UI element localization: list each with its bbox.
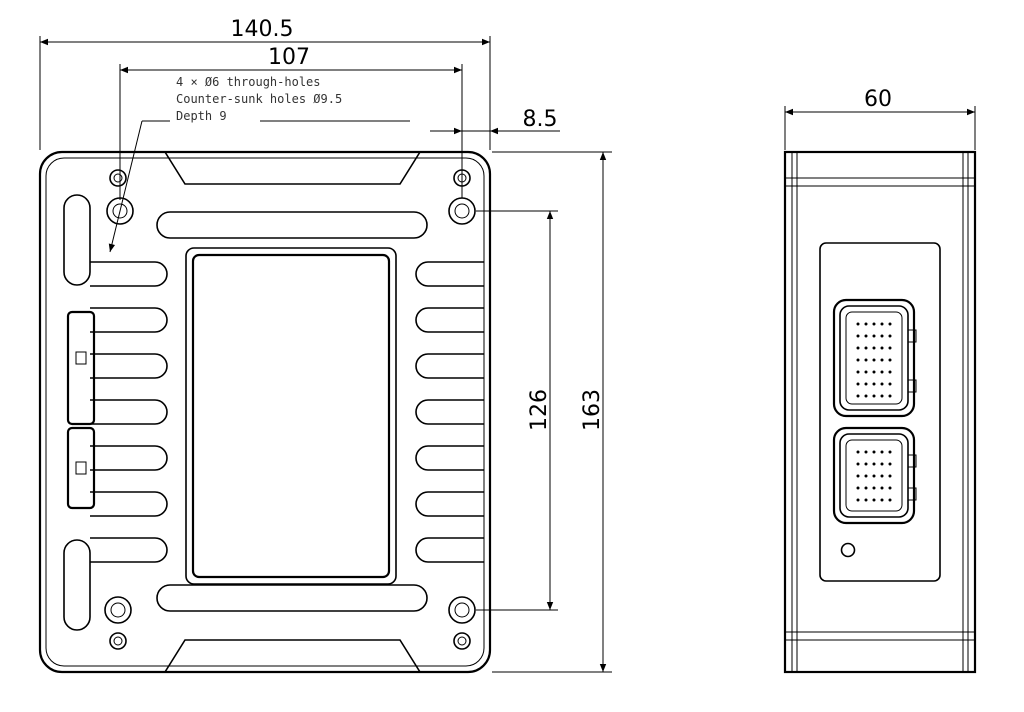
left-connector-tab-2	[75, 461, 87, 475]
note-line-2: Counter-sunk holes Ø9.5	[176, 92, 342, 106]
note-line-1: 4 × Ø6 through-holes	[176, 75, 321, 89]
bottom-trapezoid	[164, 639, 421, 673]
dim-edge-offset: 8.5	[523, 107, 558, 132]
left-connector-upper	[66, 310, 96, 426]
right-fins	[415, 261, 484, 563]
hole-note: 4 × Ø6 through-holes Counter-sunk holes …	[176, 75, 342, 123]
center-panel-outer	[185, 247, 397, 585]
countersunk-holes	[104, 197, 476, 624]
upper-connector	[832, 298, 917, 418]
side-body-outline	[783, 150, 977, 674]
note-line-3: Depth 9	[176, 109, 227, 123]
dim-depth: 60	[864, 87, 892, 112]
bottom-long-slot	[156, 584, 428, 612]
top-long-slot	[156, 211, 428, 239]
front-body-outline	[38, 150, 492, 674]
dim-overall-height: 163	[580, 389, 605, 431]
left-connector-lower	[66, 426, 96, 510]
dim-overall-width: 140.5	[231, 17, 294, 42]
left-fins	[90, 261, 168, 563]
front-body-inner-outline	[45, 157, 485, 667]
lower-connector	[832, 426, 917, 525]
connector-panel	[819, 242, 941, 582]
center-panel-inner	[191, 253, 391, 579]
dim-hole-spacing: 107	[268, 45, 310, 70]
left-connector-tab-1	[75, 351, 87, 365]
top-trapezoid	[164, 151, 421, 185]
left-lower-vertical-slot	[63, 539, 91, 631]
dim-hole-vertical: 126	[527, 389, 552, 431]
indicator-led	[840, 542, 856, 558]
left-upper-vertical-slot	[63, 194, 91, 286]
front-view: 140.5 107 8.5 4 × Ø6 through-holes Count…	[38, 17, 612, 674]
side-view: 60	[783, 87, 977, 674]
